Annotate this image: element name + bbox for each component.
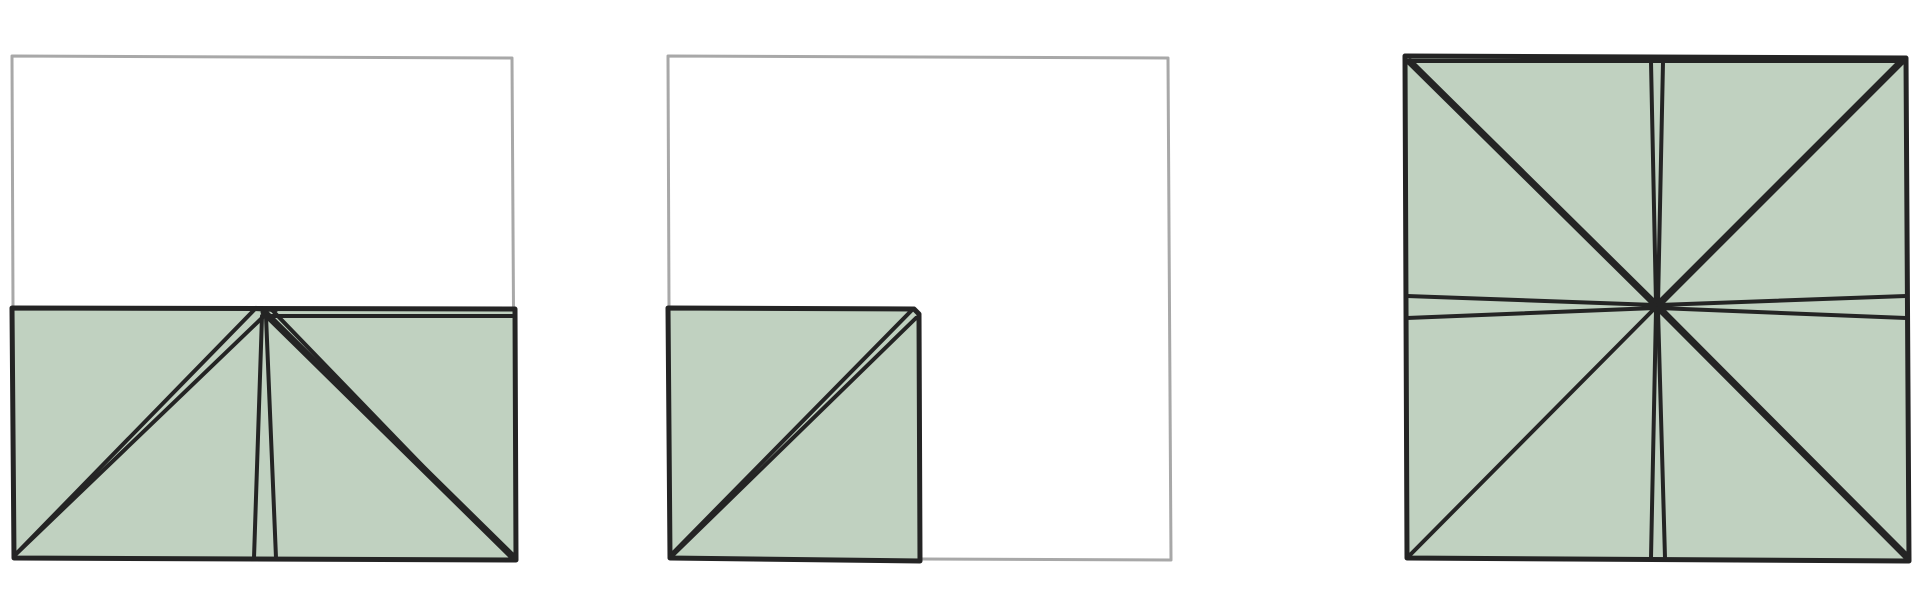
- panel-fully-filled: [1402, 53, 1912, 564]
- fold-line: [1405, 306, 1657, 320]
- fold-line: [1405, 294, 1657, 307]
- shaded-region: [9, 305, 519, 563]
- fold-line: [1657, 294, 1908, 307]
- fold-line: [12, 314, 266, 558]
- fold-line: [1657, 306, 1908, 320]
- fold-line: [1656, 60, 1665, 306]
- panel-bottom-left-quarter-filled: [665, 54, 1173, 564]
- fold-line: [264, 314, 278, 560]
- fold-line: [252, 314, 264, 560]
- fold-line: [1406, 58, 1661, 310]
- fold-line: [670, 316, 918, 558]
- fold-line: [1656, 308, 1667, 560]
- fold-line: [1653, 56, 1907, 310]
- fold-line: [1649, 60, 1658, 306]
- panel-bottom-half-filled: [9, 54, 519, 563]
- fold-line: [1649, 308, 1658, 560]
- fold-line: [1653, 302, 1910, 560]
- fold-line: [668, 308, 914, 558]
- fold-line: [1407, 304, 1659, 558]
- fold-line: [270, 308, 502, 548]
- divider-line: [252, 307, 278, 312]
